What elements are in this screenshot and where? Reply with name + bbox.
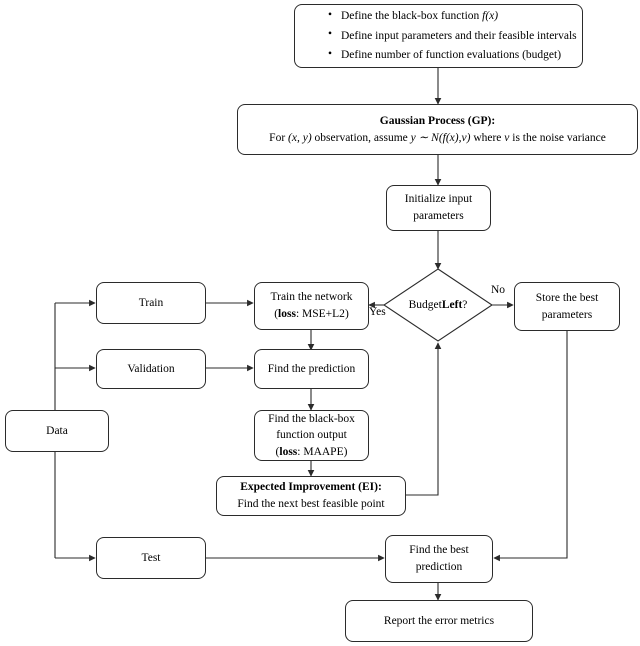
blackbox-line-3: (loss: MAAPE) xyxy=(275,445,348,458)
find-best-prediction-line-2: prediction xyxy=(415,561,463,573)
gp-heading: Gaussian Process (GP): xyxy=(379,114,496,127)
setup-bullet-list: Define the black-box function f(x) Defin… xyxy=(295,7,577,66)
store-best-line-1: Store the best xyxy=(535,291,599,304)
budget-left-decision[interactable]: Budget Left? xyxy=(384,269,492,341)
setup-box[interactable]: Define the black-box function f(x) Defin… xyxy=(294,4,583,68)
report-error-metrics-label: Report the error metrics xyxy=(383,614,495,627)
initialize-box[interactable]: Initialize input parameters xyxy=(386,185,491,231)
expected-improvement-box[interactable]: Expected Improvement (EI): Find the next… xyxy=(216,476,406,516)
decision-diamond-shape xyxy=(383,268,493,342)
find-prediction-box[interactable]: Find the prediction xyxy=(254,349,369,389)
setup-bullet-1: Define the black-box function f(x) xyxy=(328,7,577,27)
store-best-parameters-box[interactable]: Store the best parameters xyxy=(514,282,620,331)
blackbox-line-1: Find the black-box xyxy=(268,412,355,425)
ei-heading: Expected Improvement (EI): xyxy=(240,481,382,494)
validation-box[interactable]: Validation xyxy=(96,349,206,389)
gp-body: For (x, y) observation, assume y ∼ N(f(x… xyxy=(269,131,606,144)
train-network-line-1: Train the network xyxy=(270,291,353,304)
blackbox-output-box[interactable]: Find the black-box function output (loss… xyxy=(254,410,369,461)
ei-body: Find the next best feasible point xyxy=(237,498,385,510)
store-best-line-2: parameters xyxy=(541,308,593,321)
report-error-metrics-box[interactable]: Report the error metrics xyxy=(345,600,533,642)
validation-box-label: Validation xyxy=(127,362,175,375)
gp-nu-symbol: ν xyxy=(504,131,510,144)
train-box-label: Train xyxy=(138,296,164,309)
blackbox-loss-bold: loss xyxy=(279,445,298,458)
blackbox-line-2: function output xyxy=(276,429,347,442)
setup-bullet-1-math: f(x) xyxy=(482,10,499,22)
edge-label-no: No xyxy=(491,284,506,296)
find-best-prediction-line-1: Find the best xyxy=(409,544,469,557)
train-network-loss-bold: loss xyxy=(278,308,296,320)
train-network-box[interactable]: Train the network (loss: MSE+L2) xyxy=(254,282,369,330)
data-box[interactable]: Data xyxy=(5,410,109,452)
initialize-line-1: Initialize input xyxy=(404,193,473,206)
data-box-label: Data xyxy=(46,424,68,437)
test-box[interactable]: Test xyxy=(96,537,206,579)
budget-left-bold: Left xyxy=(441,299,463,311)
train-network-line-2: (loss: MSE+L2) xyxy=(274,308,349,320)
setup-bullet-3: Define number of function evaluations (b… xyxy=(328,46,577,66)
gp-distribution-math: y ∼ N(f(x),ν) xyxy=(410,131,471,144)
train-box[interactable]: Train xyxy=(96,282,206,324)
edge-label-yes: Yes xyxy=(369,306,386,318)
test-box-label: Test xyxy=(141,551,161,564)
gaussian-process-box[interactable]: Gaussian Process (GP): For (x, y) observ… xyxy=(237,104,638,155)
edge-ei-to-decision xyxy=(406,342,442,496)
edge-store-best-to-find-best-prediction xyxy=(493,331,568,562)
find-best-prediction-box[interactable]: Find the best prediction xyxy=(385,535,493,583)
find-prediction-label: Find the prediction xyxy=(267,362,356,375)
gp-xy-math: (x, y) xyxy=(288,131,312,144)
budget-left-decision-label: Budget Left? xyxy=(408,299,468,311)
initialize-line-2: parameters xyxy=(413,210,464,222)
setup-bullet-2: Define input parameters and their feasib… xyxy=(328,26,577,46)
